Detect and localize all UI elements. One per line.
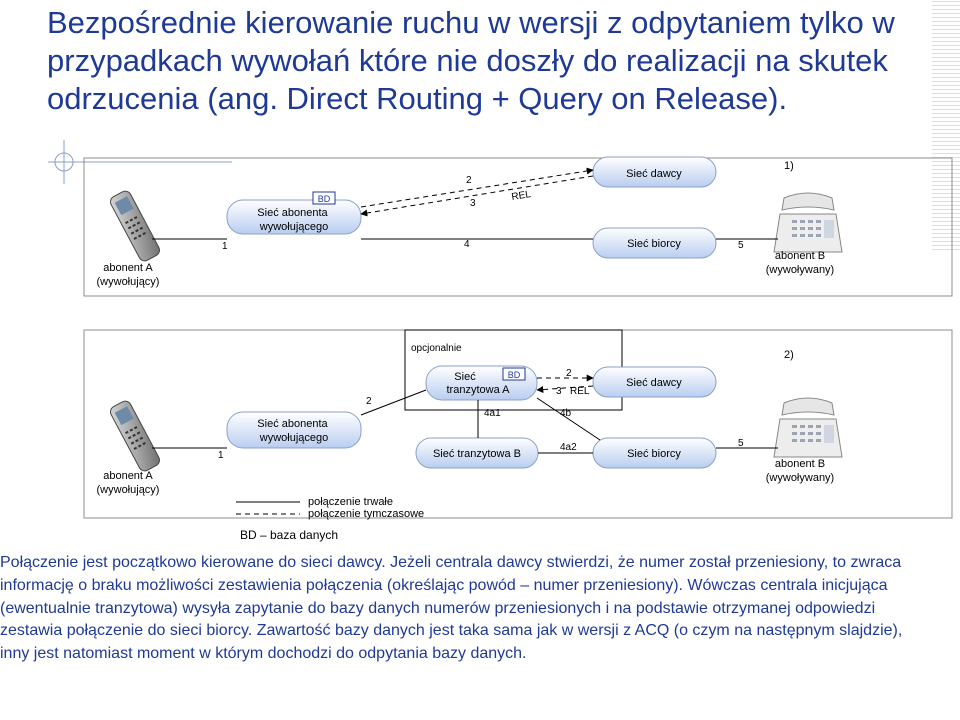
s2-caller-phone-icon — [107, 398, 163, 474]
s2-step-5: 5 — [738, 438, 744, 449]
routing-diagram: abonent A (wywołujący) abonent B (wywoły… — [48, 140, 953, 542]
s1-link-2 — [360, 167, 594, 208]
s2-caller-network-box — [226, 411, 362, 449]
s2-step-4b: 4b — [560, 408, 572, 419]
s2-step-4a1: 4a1 — [484, 408, 501, 419]
s1-db-badge-label: BD — [318, 194, 331, 204]
s1-caller-role: (wywołujący) — [97, 276, 160, 288]
s2-link-4b — [536, 397, 601, 441]
s2-recipient-network-label: Sieć biorcy — [627, 448, 681, 460]
s2-callee-phone-icon — [773, 397, 843, 458]
description-text: Połączenie jest początkowo kierowane do … — [0, 554, 903, 663]
s1-recipient-network-label: Sieć biorcy — [627, 238, 681, 250]
s2-optional-label: opcjonalnie — [411, 343, 462, 354]
crosshair-decoration — [48, 140, 232, 184]
s1-step-5: 5 — [738, 240, 744, 251]
legend-permanent-label: połączenie trwałe — [308, 496, 393, 508]
s1-step-4: 4 — [464, 239, 470, 250]
slide-title: Bezpośrednie kierowanie ruchu w wersji z… — [47, 5, 895, 116]
transit-a-line2: tranzytowa A — [447, 384, 511, 396]
s2-rel: REL — [570, 386, 590, 397]
s1-step-1: 1 — [222, 241, 228, 252]
s1-caller-label: abonent A — [103, 262, 153, 274]
s1-scenario-label: 1) — [784, 160, 794, 172]
s1-step-3: 3 — [470, 198, 476, 209]
s1-callee-label: abonent B — [775, 250, 825, 262]
s1-callee-role: (wywoływany) — [766, 264, 834, 276]
callee-phone-icon — [773, 192, 843, 253]
transit-a-line1: Sieć — [454, 371, 476, 383]
s2-caller-role: (wywołujący) — [97, 484, 160, 496]
s1-recipient-network-box — [592, 227, 717, 259]
s1-caller-network-text: Sieć abonenta — [257, 207, 328, 219]
scenario1-frame — [83, 157, 953, 297]
decorative-stripes — [932, 0, 960, 250]
s2-caller-network-label: Sieć abonenta wywołującego — [257, 418, 330, 444]
s2-step-4a2: 4a2 — [560, 442, 577, 453]
s2-donor-network-box — [592, 366, 717, 398]
s2-link-3 — [536, 385, 594, 394]
legend-bd-label: BD – baza danych — [240, 528, 338, 542]
s2-db-badge-label: BD — [508, 370, 521, 380]
s1-rel: REL — [511, 189, 532, 203]
s2-db-badge — [502, 367, 526, 381]
network-label-line2: wywołującego — [259, 221, 328, 233]
s1-caller-network-box — [226, 199, 362, 235]
s2-transit-b-label: Sieć tranzytowa B — [433, 448, 521, 460]
network-label-line2: wywołującego — [259, 432, 328, 444]
s2-caller-label: abonent A — [103, 470, 153, 482]
s1-step-2: 2 — [466, 175, 472, 186]
s2-step-2-right: 2 — [566, 368, 572, 379]
s2-step-3: 3 — [556, 386, 562, 397]
s2-step-1: 1 — [218, 450, 224, 461]
legend-temporary-label: połączenie tymczasowe — [308, 508, 424, 520]
s1-caller-network-label: Sieć abonenta wywołującego — [257, 207, 330, 233]
s2-callee-role: (wywoływany) — [766, 472, 834, 484]
s1-db-badge — [312, 191, 336, 205]
s2-link-caller-to-transit-a — [360, 389, 427, 416]
s2-scenario-label: 2) — [784, 349, 794, 361]
s1-donor-network-label: Sieć dawcy — [626, 168, 682, 180]
caller-phone-icon — [107, 188, 163, 264]
s2-donor-network-label: Sieć dawcy — [626, 377, 682, 389]
s2-callee-label: abonent B — [775, 458, 825, 470]
s1-link-3 — [360, 175, 594, 217]
s2-step-2-left: 2 — [366, 396, 372, 407]
